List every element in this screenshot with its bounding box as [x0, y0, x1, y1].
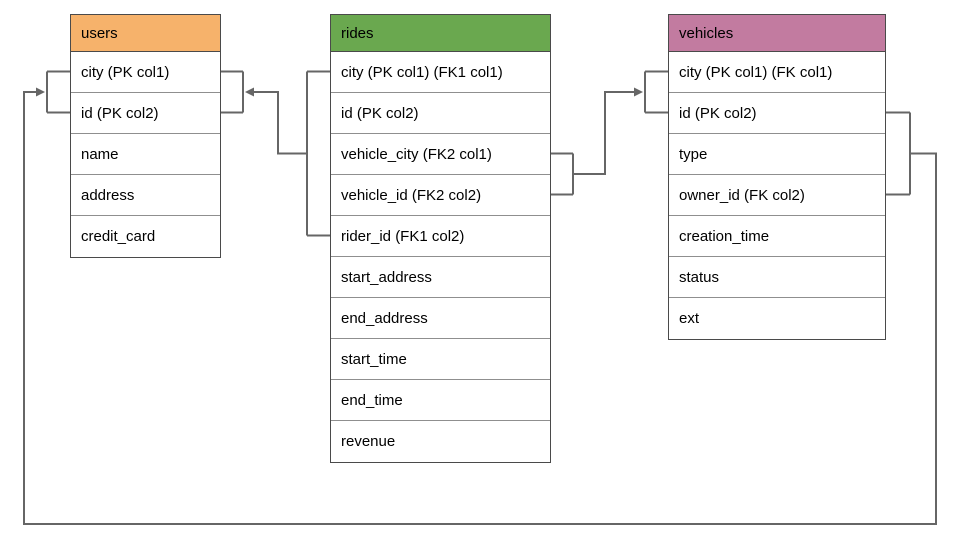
relationship-rides-vehicles — [551, 70, 668, 196]
table-users: users city (PK col1) id (PK col2) name a… — [70, 14, 221, 258]
column-id: id (PK col2) — [331, 93, 550, 134]
arrowhead-right-icon — [36, 87, 45, 97]
arrowhead-left-icon — [245, 87, 254, 97]
column-start-address: start_address — [331, 257, 550, 298]
column-end-time: end_time — [331, 380, 550, 421]
column-vehicle-id: vehicle_id (FK2 col2) — [331, 175, 550, 216]
arrowhead-right-icon — [634, 87, 643, 97]
table-users-header: users — [71, 15, 220, 52]
column-end-address: end_address — [331, 298, 550, 339]
column-address: address — [71, 175, 220, 216]
column-city: city (PK col1) — [71, 52, 220, 93]
column-name: name — [71, 134, 220, 175]
column-creation-time: creation_time — [669, 216, 885, 257]
column-status: status — [669, 257, 885, 298]
column-type: type — [669, 134, 885, 175]
table-vehicles: vehicles city (PK col1) (FK col1) id (PK… — [668, 14, 886, 340]
table-rides: rides city (PK col1) (FK1 col1) id (PK c… — [330, 14, 551, 463]
column-rider-id: rider_id (FK1 col2) — [331, 216, 550, 257]
table-vehicles-header: vehicles — [669, 15, 885, 52]
column-credit-card: credit_card — [71, 216, 220, 257]
column-id: id (PK col2) — [669, 93, 885, 134]
column-start-time: start_time — [331, 339, 550, 380]
column-owner-id: owner_id (FK col2) — [669, 175, 885, 216]
column-revenue: revenue — [331, 421, 550, 462]
relationship-rides-users — [221, 70, 330, 237]
column-id: id (PK col2) — [71, 93, 220, 134]
column-city: city (PK col1) (FK col1) — [669, 52, 885, 93]
column-city: city (PK col1) (FK1 col1) — [331, 52, 550, 93]
column-vehicle-city: vehicle_city (FK2 col1) — [331, 134, 550, 175]
column-ext: ext — [669, 298, 885, 339]
table-rides-header: rides — [331, 15, 550, 52]
